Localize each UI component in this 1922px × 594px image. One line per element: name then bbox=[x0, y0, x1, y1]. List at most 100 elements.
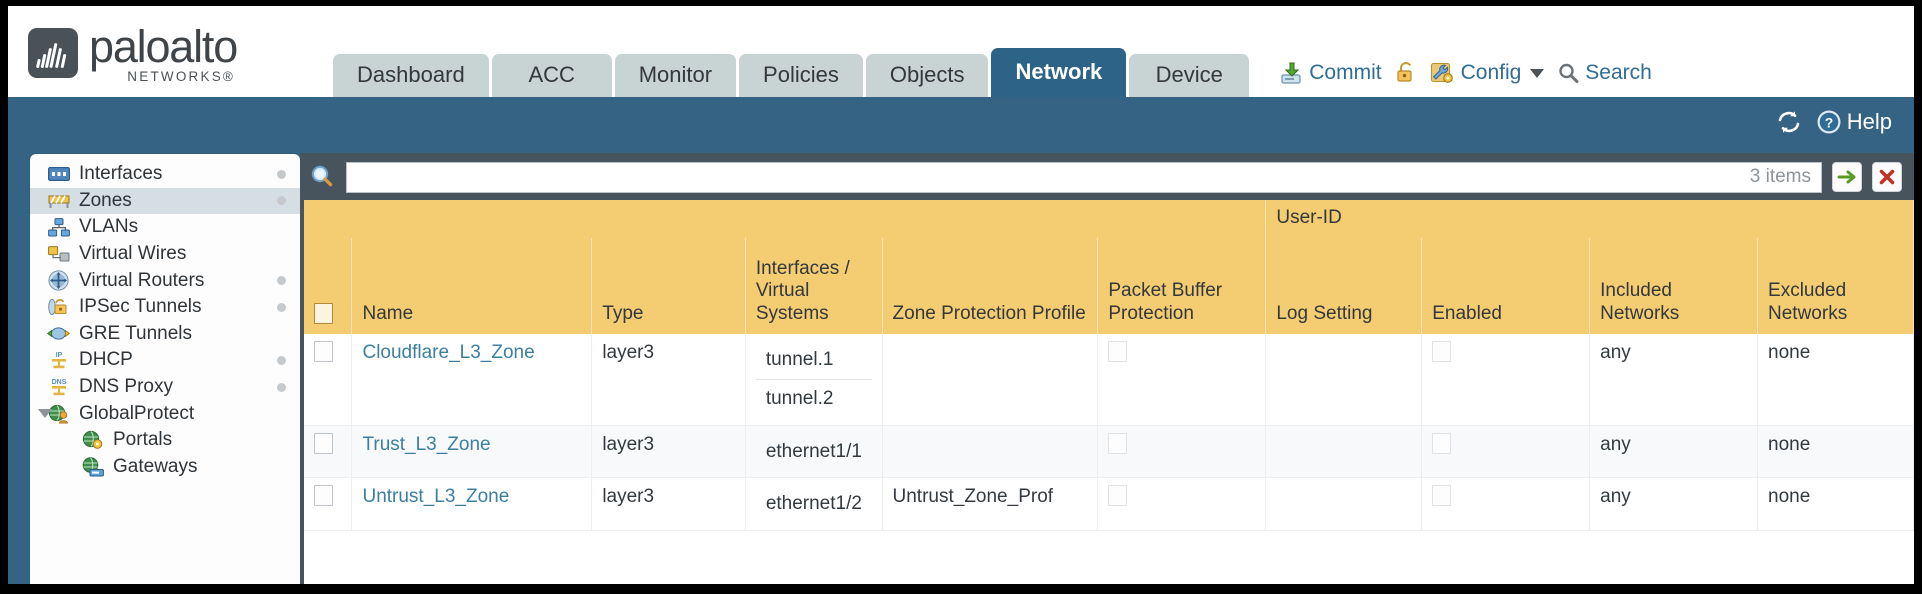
search-magnifier-icon bbox=[1557, 62, 1579, 84]
sidebar-item-gateways[interactable]: Gateways bbox=[30, 454, 300, 481]
sidebar-label: Portals bbox=[113, 429, 173, 451]
sidebar-item-virtual-wires[interactable]: Virtual Wires bbox=[30, 241, 300, 268]
userid-enabled-checkbox[interactable] bbox=[1432, 432, 1452, 454]
search-button[interactable]: Search bbox=[1557, 61, 1652, 85]
select-all-checkbox[interactable] bbox=[314, 302, 333, 324]
cell-excluded-networks: none bbox=[1757, 425, 1914, 479]
config-button[interactable]: Config bbox=[1430, 61, 1545, 85]
zone-name-link[interactable]: Untrust_L3_Zone bbox=[362, 486, 510, 508]
sidebar-item-ipsec-tunnels[interactable]: IPSec Tunnels bbox=[30, 294, 300, 321]
group-header-user-id: User-ID bbox=[1265, 200, 1914, 238]
tab-monitor[interactable]: Monitor bbox=[614, 54, 737, 97]
cell-included-networks: any bbox=[1589, 425, 1759, 479]
sidebar-item-interfaces[interactable]: Interfaces bbox=[30, 161, 300, 188]
commit-button[interactable]: Commit bbox=[1279, 61, 1382, 85]
help-button[interactable]: ? Help bbox=[1816, 109, 1892, 135]
brand-logo: paloalto NETWORKS® bbox=[8, 20, 238, 98]
clear-filter-button[interactable] bbox=[1872, 162, 1902, 192]
packet-buffer-checkbox[interactable] bbox=[1108, 432, 1128, 454]
cell-excluded-networks: none bbox=[1757, 477, 1914, 531]
zones-table: User-ID Name Type Interfaces / Virtual S… bbox=[304, 200, 1914, 531]
interfaces-icon bbox=[46, 164, 71, 184]
table-row[interactable]: Trust_L3_Zone layer3 ethernet1/1 bbox=[304, 425, 1914, 479]
cell-packet-buffer bbox=[1097, 477, 1267, 531]
row-checkbox[interactable] bbox=[314, 485, 333, 507]
cell-userid-enabled bbox=[1421, 425, 1591, 479]
col-header-userid-enabled[interactable]: Enabled bbox=[1421, 238, 1591, 334]
ipsec-tunnels-icon bbox=[46, 297, 71, 317]
help-question-icon: ? bbox=[1816, 109, 1842, 135]
table-row[interactable]: Cloudflare_L3_Zone layer3 tunnel.1 tunne… bbox=[304, 334, 1914, 426]
sidebar-item-portals[interactable]: Portals bbox=[30, 427, 300, 454]
help-label: Help bbox=[1846, 109, 1892, 134]
sidebar-item-zones[interactable]: Zones bbox=[30, 187, 300, 215]
zone-name-link[interactable]: Trust_L3_Zone bbox=[362, 433, 491, 455]
search-input[interactable]: 3 items bbox=[346, 161, 1822, 193]
refresh-icon[interactable] bbox=[1776, 109, 1802, 135]
sidebar-item-gre-tunnels[interactable]: GRE Tunnels bbox=[30, 321, 300, 348]
secondary-blue-band: ? Help bbox=[8, 97, 1914, 153]
userid-enabled-checkbox[interactable] bbox=[1432, 485, 1452, 507]
userid-enabled-checkbox[interactable] bbox=[1432, 341, 1452, 362]
cell-zone-protection bbox=[882, 334, 1099, 426]
interface-item: ethernet1/2 bbox=[765, 493, 862, 515]
expander-triangle-icon[interactable] bbox=[38, 409, 52, 419]
select-all-header bbox=[304, 238, 353, 334]
col-header-interfaces[interactable]: Interfaces / Virtual Systems bbox=[745, 238, 883, 334]
col-header-excluded-networks[interactable]: Excluded Networks bbox=[1757, 238, 1914, 334]
col-header-name[interactable]: Name bbox=[351, 238, 593, 334]
sidebar-item-dhcp[interactable]: IP DHCP bbox=[30, 347, 300, 374]
table-row[interactable]: Untrust_L3_Zone layer3 ethernet1/2 Untru… bbox=[304, 477, 1914, 531]
col-header-packet-buffer[interactable]: Packet Buffer Protection bbox=[1097, 238, 1267, 334]
config-label: Config bbox=[1460, 61, 1522, 84]
zone-name-link[interactable]: Cloudflare_L3_Zone bbox=[362, 342, 535, 363]
sidebar-status-dot bbox=[277, 169, 286, 179]
top-brand-bar: paloalto NETWORKS® Dashboard ACC Monitor… bbox=[8, 6, 1914, 97]
cell-type: layer3 bbox=[591, 425, 746, 479]
col-header-log-setting[interactable]: Log Setting bbox=[1265, 238, 1423, 334]
tab-device[interactable]: Device bbox=[1129, 54, 1250, 97]
row-checkbox[interactable] bbox=[314, 341, 333, 362]
filter-search-icon[interactable] bbox=[308, 163, 336, 191]
row-select-cell bbox=[304, 334, 353, 426]
packet-buffer-checkbox[interactable] bbox=[1108, 341, 1128, 362]
sidebar-status-dot bbox=[277, 302, 286, 312]
packet-buffer-checkbox[interactable] bbox=[1108, 485, 1128, 507]
tab-acc[interactable]: ACC bbox=[491, 54, 612, 97]
row-checkbox[interactable] bbox=[314, 432, 333, 454]
sidebar-label: IPSec Tunnels bbox=[79, 296, 202, 318]
sidebar-item-globalprotect[interactable]: GlobalProtect bbox=[30, 400, 300, 427]
sidebar-label: GlobalProtect bbox=[79, 402, 195, 424]
chevron-down-icon[interactable] bbox=[1530, 68, 1545, 78]
svg-text:DNS: DNS bbox=[51, 379, 66, 386]
sidebar-item-virtual-routers[interactable]: Virtual Routers bbox=[30, 267, 300, 294]
svg-text:IP: IP bbox=[55, 352, 62, 359]
sidebar-item-dns-proxy[interactable]: DNS DNS Proxy bbox=[30, 374, 300, 401]
tab-network[interactable]: Network bbox=[991, 48, 1127, 97]
portals-icon bbox=[80, 430, 105, 450]
cell-type: layer3 bbox=[591, 334, 746, 426]
col-header-included-networks[interactable]: Included Networks bbox=[1589, 238, 1759, 334]
network-sidebar: Interfaces Zones VLANs bbox=[30, 154, 300, 584]
virtual-routers-icon bbox=[46, 270, 71, 291]
col-header-zone-protection[interactable]: Zone Protection Profile bbox=[882, 238, 1099, 334]
commit-save-icon bbox=[1279, 61, 1303, 85]
apply-filter-button[interactable] bbox=[1832, 162, 1862, 192]
padlock-icon[interactable] bbox=[1395, 61, 1417, 85]
cell-packet-buffer bbox=[1097, 334, 1267, 426]
brand-name: paloalto bbox=[89, 20, 238, 72]
tab-dashboard[interactable]: Dashboard bbox=[333, 54, 489, 97]
cell-userid-enabled bbox=[1421, 334, 1591, 426]
tab-policies[interactable]: Policies bbox=[739, 54, 863, 97]
sidebar-status-dot bbox=[277, 382, 286, 392]
sidebar-status-dot bbox=[277, 276, 286, 286]
interface-item: ethernet1/1 bbox=[765, 440, 862, 462]
tab-objects[interactable]: Objects bbox=[865, 54, 989, 97]
config-wrench-icon bbox=[1430, 61, 1455, 85]
gre-tunnels-icon bbox=[46, 324, 71, 344]
search-label: Search bbox=[1585, 61, 1652, 84]
filter-toolbar: 3 items bbox=[300, 154, 1914, 200]
sidebar-item-vlans[interactable]: VLANs bbox=[30, 214, 300, 241]
col-header-type[interactable]: Type bbox=[591, 238, 746, 334]
cell-packet-buffer bbox=[1097, 425, 1267, 479]
